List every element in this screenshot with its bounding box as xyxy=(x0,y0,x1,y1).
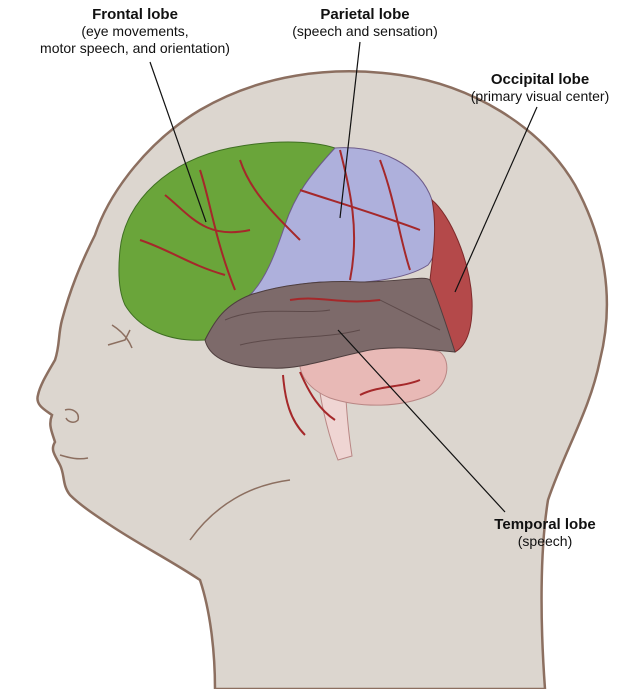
occipital-lobe-desc: (primary visual center) xyxy=(470,88,610,104)
frontal-lobe-desc-1: (eye movements, xyxy=(81,23,189,39)
jaw-detail xyxy=(189,479,291,541)
occipital-leader-line xyxy=(454,106,538,293)
nostril-detail xyxy=(64,408,80,423)
temporal-lobe-label: Temporal lobe (speech) xyxy=(470,516,620,550)
parietal-lobe-label: Parietal lobe (speech and sensation) xyxy=(265,6,465,40)
mouth-detail xyxy=(59,454,89,460)
frontal-lobe-title: Frontal lobe xyxy=(92,6,178,23)
temporal-lobe-desc: (speech) xyxy=(517,533,573,549)
frontal-lobe-label: Frontal lobe (eye movements, motor speec… xyxy=(20,6,250,57)
occipital-lobe-title: Occipital lobe xyxy=(490,71,590,88)
occipital-lobe-label: Occipital lobe (primary visual center) xyxy=(450,71,621,105)
temporal-lobe xyxy=(204,277,456,369)
gyri-lines xyxy=(224,299,441,346)
parietal-lobe-title: Parietal lobe xyxy=(320,6,410,23)
temporal-leader-line xyxy=(337,329,506,513)
eye-detail xyxy=(107,324,133,349)
temporal-lobe-title: Temporal lobe xyxy=(494,516,596,533)
parietal-lobe-desc: (speech and sensation) xyxy=(292,23,438,39)
frontal-leader-line xyxy=(149,61,207,223)
parietal-leader-line xyxy=(339,41,361,219)
frontal-lobe-desc-2: motor speech, and orientation) xyxy=(40,40,230,56)
